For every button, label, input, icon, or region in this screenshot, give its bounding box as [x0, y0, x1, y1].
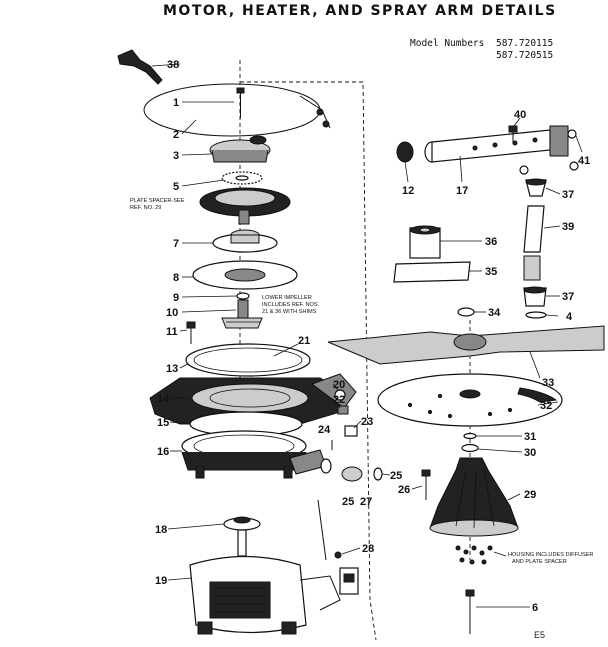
callout-numbers: 38 1 2 3 5 7 8 9 10 11 13 21 14 15 20 22…	[155, 59, 590, 614]
part-40-screw	[508, 125, 518, 144]
callout-3: 3	[173, 150, 179, 162]
callout-30: 30	[524, 447, 536, 459]
callout-22: 22	[333, 394, 345, 406]
part-41-nut	[519, 129, 579, 175]
callout-34: 34	[488, 307, 501, 319]
callout-14: 14	[157, 393, 170, 405]
leader-lines	[151, 63, 583, 608]
callout-19: 19	[155, 575, 167, 587]
callout-12: 12	[402, 185, 414, 197]
part-34-nut	[457, 307, 475, 317]
part-26-screw	[421, 469, 431, 500]
callout-41: 41	[578, 155, 590, 167]
callout-25-left: 25	[342, 496, 354, 508]
part-1-screw	[236, 87, 245, 118]
part-2-heater-element	[143, 83, 331, 137]
model-number-2: 587.720515	[496, 50, 553, 61]
part-38-heater-terminal	[117, 49, 163, 85]
part-30-seal	[461, 443, 479, 453]
part-39-tube	[523, 205, 545, 281]
note-housing: HOUSING INCLUDES DIFFUSER AND PLATE SPAC…	[508, 552, 593, 565]
part-32-diffuser-plate	[377, 373, 563, 427]
part-28-screw	[317, 499, 342, 561]
callout-10: 10	[166, 307, 178, 319]
callout-31: 31	[524, 431, 536, 443]
callout-8: 8	[173, 272, 179, 284]
small-fittings	[320, 389, 383, 482]
callout-1: 1	[173, 97, 179, 109]
part-10-lower-impeller	[221, 299, 263, 329]
svg-text:21 & 36 WITH SHIMS: 21 & 36 WITH SHIMS	[262, 309, 317, 315]
callout-37-lower: 37	[562, 291, 574, 303]
part-36-bearing	[409, 225, 441, 259]
callout-11: 11	[166, 326, 178, 338]
callout-38: 38	[167, 59, 179, 71]
callout-39: 39	[562, 221, 574, 233]
part-3-upper-impeller	[209, 135, 271, 163]
svg-text:HOUSING INCLUDES DIFFUSER: HOUSING INCLUDES DIFFUSER	[508, 552, 593, 558]
part-31-washer	[463, 432, 477, 440]
svg-text:PLATE SPACER-SEE: PLATE SPACER-SEE	[130, 198, 185, 204]
callout-32: 32	[540, 400, 552, 412]
part-33-lower-spray-arm	[327, 325, 605, 365]
callout-6: 6	[532, 602, 538, 614]
note-plate-spacer: PLATE SPACER-SEE REF. NO. 29	[130, 198, 185, 211]
callout-4: 4	[566, 311, 573, 323]
callout-35: 35	[485, 266, 497, 278]
part-4-washer	[525, 311, 547, 319]
callout-40: 40	[514, 109, 526, 121]
part-29-housing	[429, 457, 519, 537]
part-37-bushing-lower	[523, 286, 547, 307]
callout-24: 24	[318, 424, 331, 436]
callout-2: 2	[173, 129, 179, 141]
part-11-screw	[186, 321, 196, 344]
model-numbers-label: Model Numbers	[410, 38, 484, 49]
part-18-motor-cap	[223, 516, 261, 531]
model-number-1: 587.720115	[496, 38, 553, 49]
part-19-motor	[189, 529, 359, 635]
callout-5: 5	[173, 181, 179, 193]
callout-21: 21	[298, 335, 310, 347]
callout-13: 13	[166, 363, 178, 375]
diffuser-fragments	[455, 545, 493, 565]
part-35-gasket	[393, 261, 471, 283]
callout-7: 7	[173, 238, 179, 250]
callout-23: 23	[361, 416, 373, 428]
callout-15: 15	[157, 417, 169, 429]
note-lower-impeller: LOWER IMPELLER INCLUDES REF. NOS. 21 & 3…	[262, 295, 320, 315]
callout-18: 18	[155, 524, 167, 536]
callout-28: 28	[362, 543, 374, 555]
callout-26: 26	[398, 484, 410, 496]
callout-29: 29	[524, 489, 536, 501]
part-6-stud	[465, 589, 475, 634]
callout-36: 36	[485, 236, 497, 248]
callout-9: 9	[173, 292, 179, 304]
part-5-spacer-gear	[221, 171, 263, 185]
diagram-title: MOTOR, HEATER, AND SPRAY ARM DETAILS	[163, 3, 557, 19]
callout-27: 27	[360, 496, 372, 508]
part-13-gasket-ring	[185, 343, 311, 377]
svg-text:LOWER IMPELLER: LOWER IMPELLER	[262, 295, 312, 301]
part-37-bushing-upper	[525, 178, 547, 197]
svg-text:AND PLATE SPACER: AND PLATE SPACER	[512, 559, 567, 565]
part-7-housing-cap	[212, 229, 278, 253]
part-9-washer	[236, 292, 250, 300]
part-8-plate	[192, 260, 298, 290]
callout-33: 33	[542, 377, 554, 389]
callout-16: 16	[157, 446, 169, 458]
callout-25-right: 25	[390, 470, 402, 482]
plate-spacer-ring	[199, 187, 291, 225]
svg-text:INCLUDES REF. NOS.: INCLUDES REF. NOS.	[262, 302, 320, 308]
part-16-motor-mount	[181, 430, 327, 479]
page-number: E5	[534, 630, 545, 640]
svg-text:REF. NO. 29: REF. NO. 29	[130, 205, 161, 211]
callout-37-upper: 37	[562, 189, 574, 201]
callout-20: 20	[333, 379, 345, 391]
part-17-spray-tube	[396, 125, 569, 163]
callout-17: 17	[456, 185, 468, 197]
